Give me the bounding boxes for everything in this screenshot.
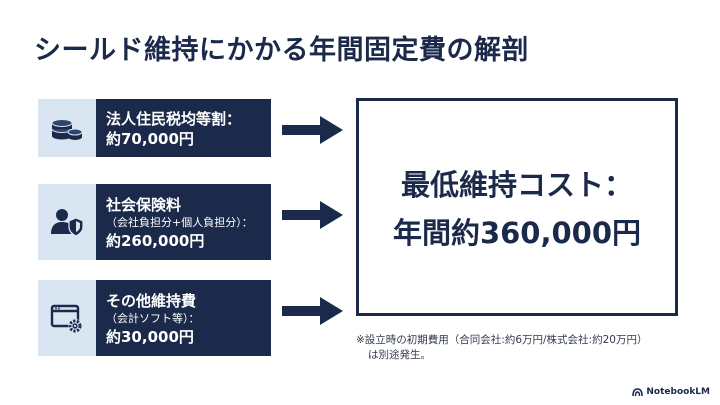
total-cost-value: 年間約360,000円 (392, 216, 642, 250)
brand-logo: NotebookLM (632, 387, 710, 397)
footnote-line-2: は別途発生。 (368, 349, 431, 361)
arrow-right-icon (282, 297, 343, 325)
arrow-right-icon (282, 201, 343, 229)
icon-box (38, 184, 96, 260)
total-cost-label: 最低維持コスト： (400, 168, 633, 202)
item-label: その他維持費 (106, 292, 197, 310)
cost-item-other-maintenance: その他維持費 （会計ソフト等）： 約30,000円 (38, 280, 271, 356)
item-amount: 約30,000円 (106, 328, 194, 346)
software-settings-icon (50, 304, 82, 333)
item-amount: 約70,000円 (106, 130, 194, 148)
footnote-line-1: ※設立時の初期費用（合同会社:約6万円/株式会社:約20万円） (356, 334, 648, 346)
cost-item-social-insurance: 社会保険料 （会社負担分+個人負担分）： 約260,000円 (38, 184, 271, 260)
item-amount: 約260,000円 (106, 232, 205, 250)
arrow-right-icon (282, 116, 343, 144)
item-label: 社会保険料 (106, 196, 182, 214)
item-label: 法人住民税均等割： (106, 110, 242, 128)
label-box: その他維持費 （会計ソフト等）： 約30,000円 (96, 280, 271, 356)
cost-item-corporate-tax: 法人住民税均等割： 約70,000円 (38, 99, 271, 157)
total-cost-box: 最低維持コスト： 年間約360,000円 (356, 98, 678, 316)
footnote: ※設立時の初期費用（合同会社:約6万円/株式会社:約20万円） は別途発生。 (356, 333, 647, 363)
label-box: 社会保険料 （会社負担分+個人負担分）： 約260,000円 (96, 184, 271, 260)
page-title: シールド維持にかかる年間固定費の解剖 (34, 35, 529, 66)
icon-box (38, 99, 96, 157)
item-sublabel: （会社負担分+個人負担分）： (106, 216, 253, 229)
notebooklm-logo-icon (632, 387, 644, 396)
coins-icon (51, 119, 83, 140)
user-shield-icon (51, 209, 84, 237)
icon-box (38, 280, 96, 356)
item-sublabel: （会計ソフト等）： (106, 312, 200, 325)
label-box: 法人住民税均等割： 約70,000円 (96, 99, 271, 157)
brand-name: NotebookLM (646, 387, 710, 397)
